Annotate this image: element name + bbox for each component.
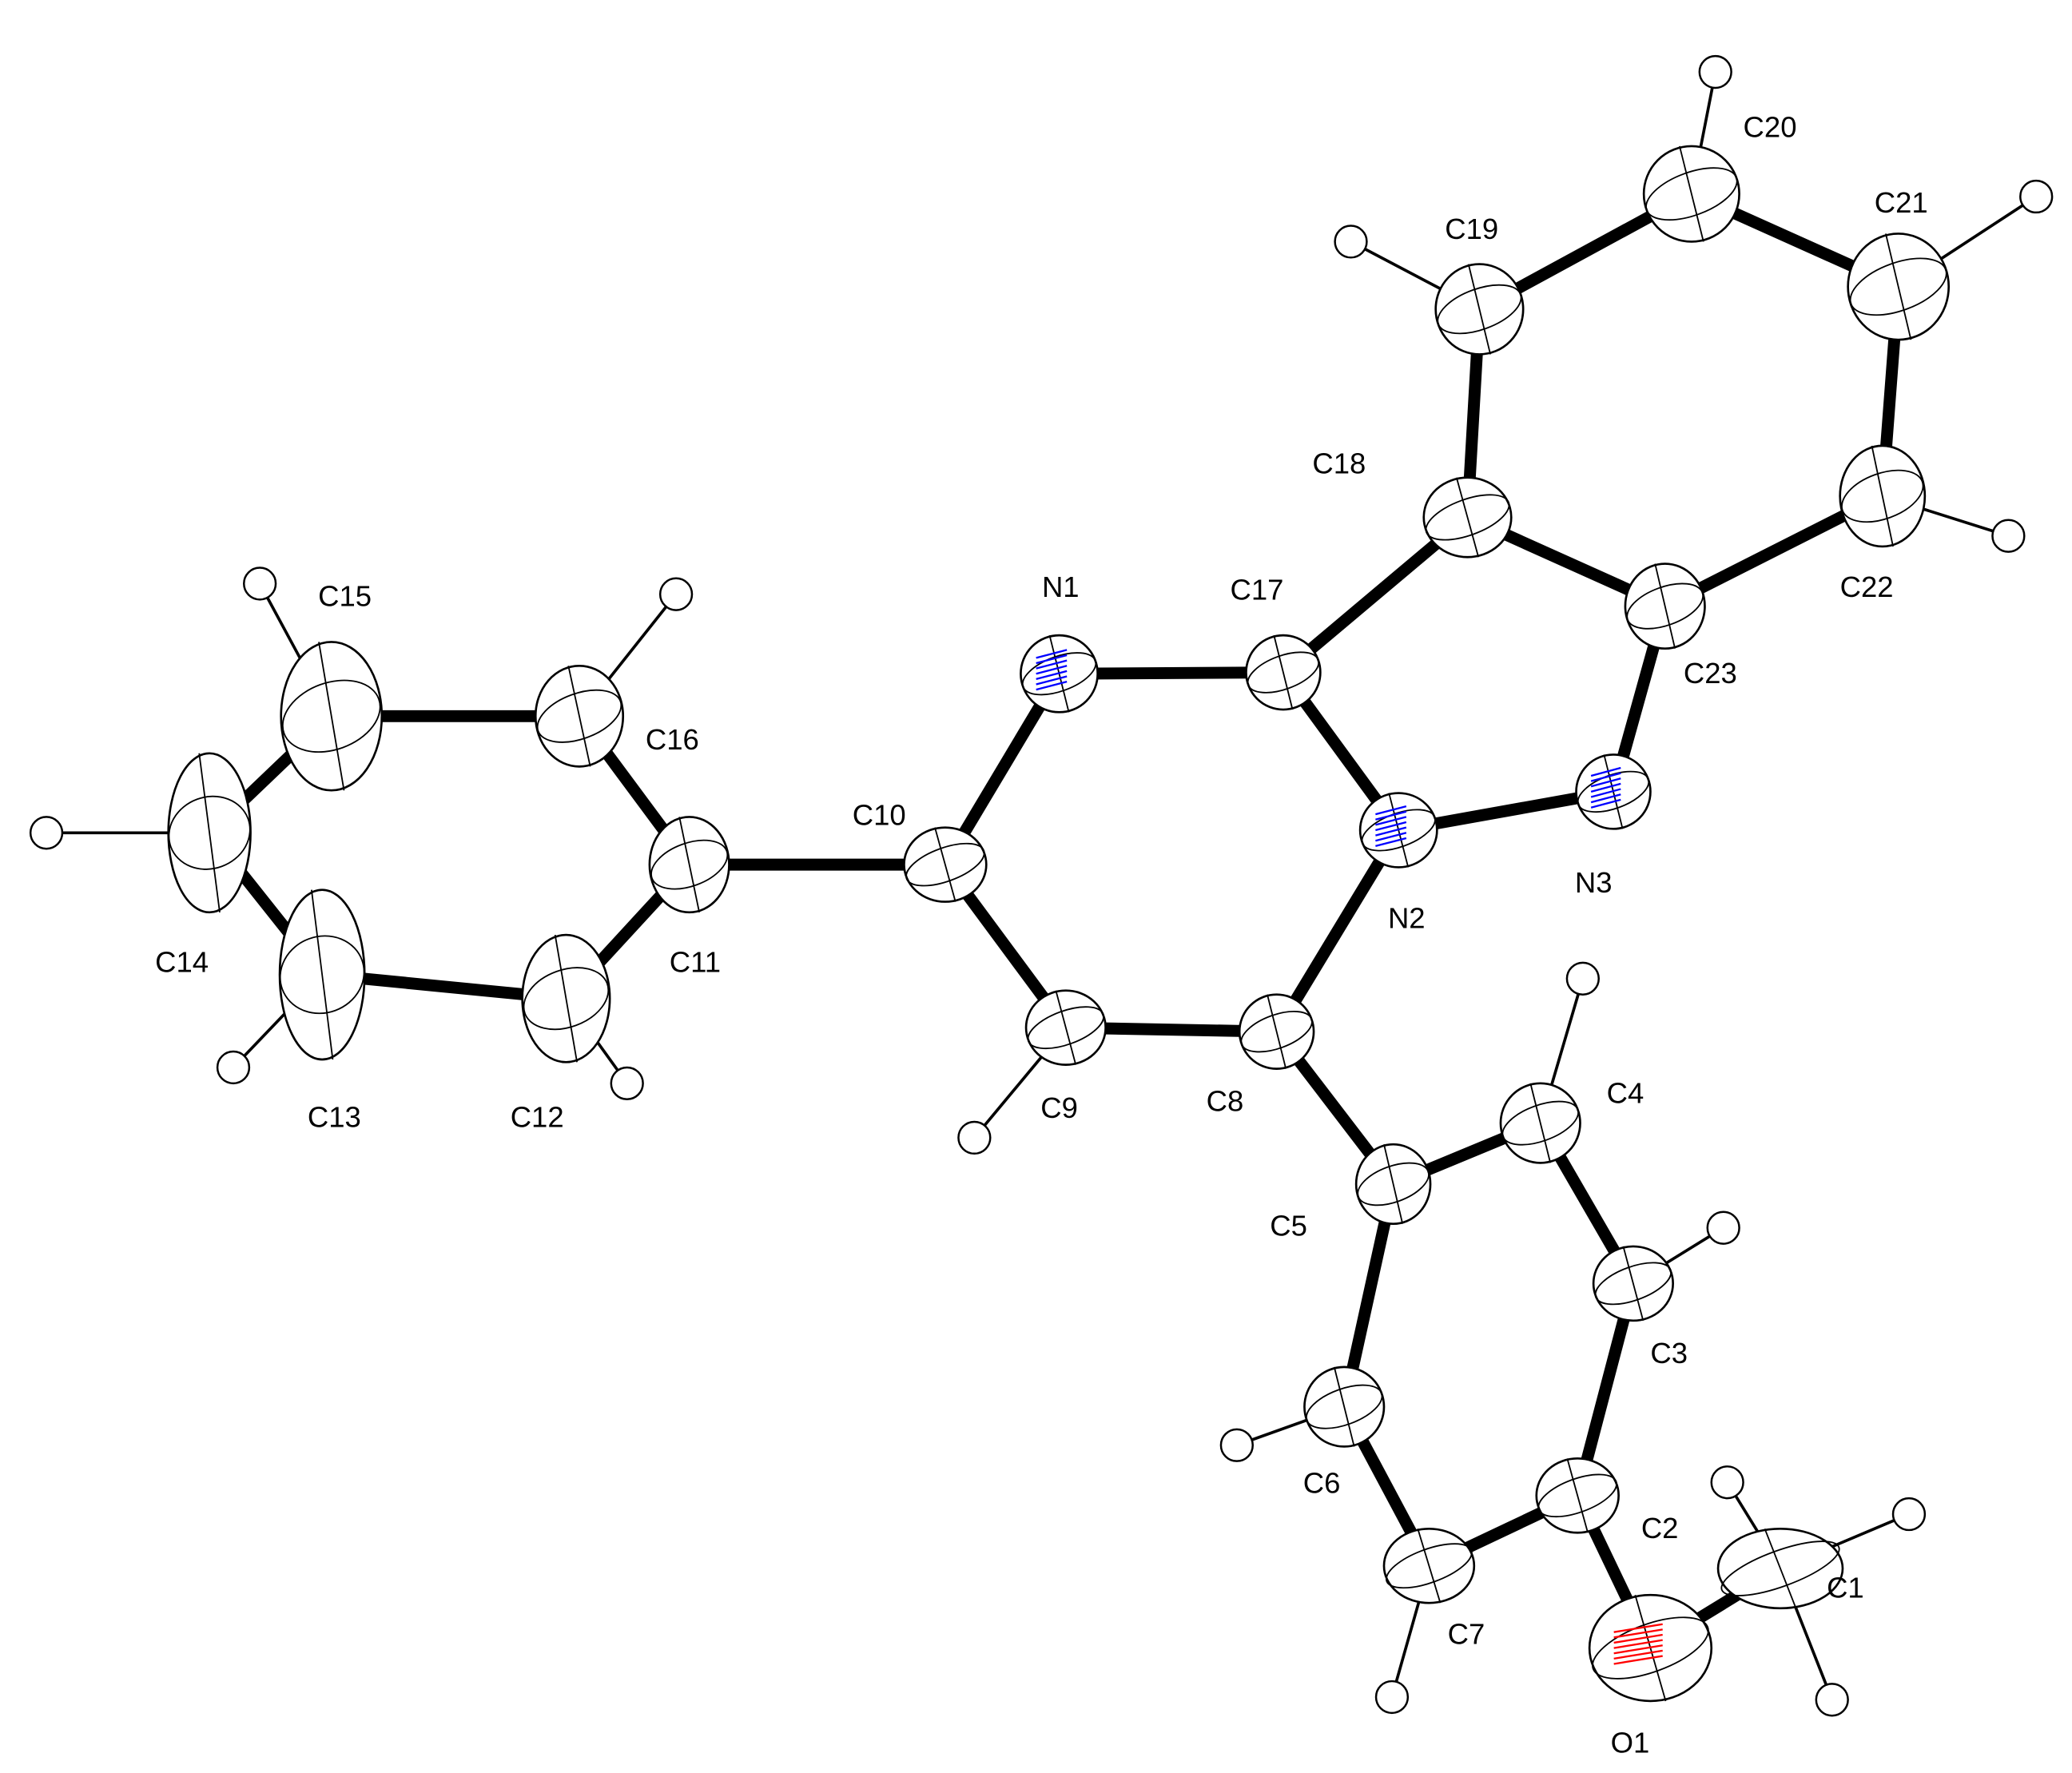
atom-label-C6: C6 <box>1303 1466 1341 1499</box>
hydrogen-atom <box>1334 225 1368 259</box>
atom-label-N3: N3 <box>1575 866 1613 899</box>
atom-label-C20: C20 <box>1744 110 1797 143</box>
atom-C1 <box>1716 1527 1844 1610</box>
hydrogen-atom <box>1706 1210 1740 1245</box>
atom-C8 <box>1238 993 1315 1070</box>
atom-C2 <box>1535 1457 1620 1534</box>
atom-C17 <box>1245 634 1322 711</box>
hydrogen-atom <box>957 1120 992 1155</box>
atom-C12 <box>521 933 611 1063</box>
atom-C7 <box>1382 1527 1476 1604</box>
atom-C20 <box>1642 145 1740 243</box>
atom-C4 <box>1499 1082 1581 1164</box>
atom-C11 <box>648 816 730 914</box>
hydrogen-atom <box>1815 1683 1849 1717</box>
bonds-layer <box>203 188 1905 1655</box>
atom-C16 <box>534 664 625 768</box>
atom-label-C14: C14 <box>155 946 209 979</box>
atom-label-C16: C16 <box>646 723 699 756</box>
atom-label-C8: C8 <box>1207 1085 1244 1118</box>
atom-C23 <box>1624 563 1706 650</box>
atom-C22 <box>1839 444 1927 548</box>
atom-label-C10: C10 <box>853 798 906 831</box>
atom-C21 <box>1847 233 1951 341</box>
hydrogen-bonds-layer <box>46 71 2038 1700</box>
hydrogen-atoms-layer <box>29 54 2054 1717</box>
atom-label-C17: C17 <box>1231 573 1284 606</box>
atom-C13 <box>278 888 366 1061</box>
bond-C8-N2 <box>1271 824 1405 1038</box>
atom-label-C13: C13 <box>308 1101 361 1134</box>
hydrogen-atom <box>1565 961 1600 996</box>
hydrogen-atom <box>1219 1428 1254 1462</box>
atom-C6 <box>1303 1366 1386 1448</box>
atom-C9 <box>1024 989 1107 1066</box>
atom-label-N2: N2 <box>1388 902 1426 935</box>
hydrogen-atom <box>216 1050 251 1085</box>
atom-label-C3: C3 <box>1650 1337 1688 1370</box>
hydrogen-atom <box>1891 1497 1927 1532</box>
hydrogen-atom <box>29 816 64 850</box>
hydrogen-atom <box>1710 1465 1744 1500</box>
atom-C15 <box>280 641 384 792</box>
atom-label-N1: N1 <box>1042 570 1080 603</box>
atom-O1 <box>1588 1593 1713 1703</box>
hydrogen-atom <box>2019 179 2054 214</box>
atom-label-C22: C22 <box>1840 570 1894 603</box>
atom-N3 <box>1575 753 1652 830</box>
atom-label-C7: C7 <box>1448 1618 1485 1651</box>
atom-N1 <box>1020 634 1099 714</box>
atom-label-C19: C19 <box>1445 213 1498 245</box>
atom-C18 <box>1422 476 1513 559</box>
atom-label-O1: O1 <box>1611 1727 1650 1759</box>
atom-label-C4: C4 <box>1607 1077 1644 1110</box>
hydrogen-atom <box>658 577 694 611</box>
atom-C19 <box>1434 263 1525 356</box>
atom-C5 <box>1354 1143 1432 1226</box>
hydrogen-atom <box>610 1066 644 1101</box>
hydrogen-atom <box>243 566 277 601</box>
atom-label-C12: C12 <box>511 1101 564 1134</box>
atom-C10 <box>903 826 988 903</box>
atom-label-C18: C18 <box>1312 447 1366 480</box>
atom-label-C21: C21 <box>1875 186 1928 219</box>
atom-C14 <box>167 752 252 914</box>
atom-label-C15: C15 <box>318 580 372 613</box>
atom-label-C23: C23 <box>1684 657 1737 690</box>
hydrogen-atom <box>1698 54 1732 89</box>
atom-N2 <box>1358 792 1438 869</box>
atom-label-C9: C9 <box>1040 1091 1078 1124</box>
hydrogen-atom <box>1374 1680 1410 1715</box>
heavy-atoms-layer <box>167 145 1951 1703</box>
atom-label-C1: C1 <box>1827 1572 1864 1604</box>
atom-label-C11: C11 <box>670 946 721 979</box>
atom-label-C2: C2 <box>1641 1512 1679 1544</box>
atom-label-C5: C5 <box>1270 1210 1307 1242</box>
hydrogen-atom <box>1991 519 2026 553</box>
atom-C3 <box>1592 1245 1674 1322</box>
